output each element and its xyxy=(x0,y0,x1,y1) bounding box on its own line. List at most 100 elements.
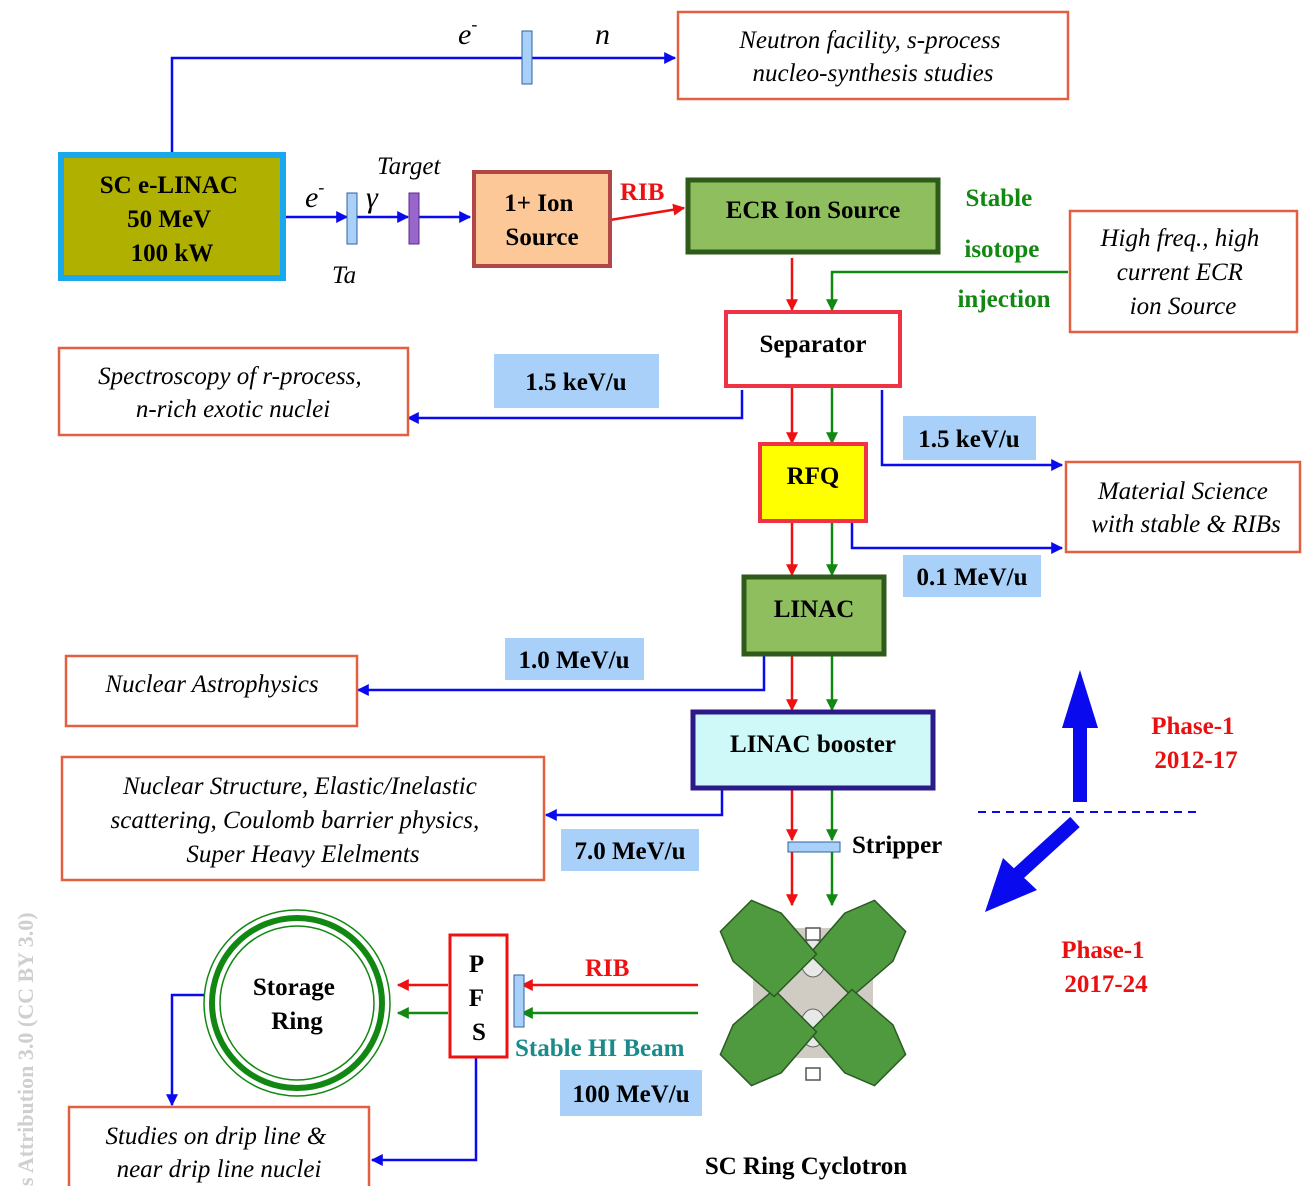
storage-ring-line-1: Storage xyxy=(253,974,335,1001)
phase1-a-line-2: 2012-17 xyxy=(1154,747,1237,774)
svg-text:Studies on drip line & nea: Studies on drip line & near drip line nu… xyxy=(105,1123,332,1183)
high-freq-line-1: High freq., high xyxy=(1099,225,1259,252)
arrow-stable-injection xyxy=(826,270,1068,312)
stripper-foil xyxy=(787,841,841,853)
energy-tag-cyclotron xyxy=(560,1070,702,1116)
pfs-box xyxy=(448,933,509,1059)
ecr-label: ECR Ion Source xyxy=(726,197,901,224)
energy-booster: 7.0 MeV/u xyxy=(574,838,685,865)
arrow-booster-to-structure xyxy=(544,790,724,821)
green-stable-beamlines xyxy=(396,270,1068,1019)
rib-label-pfs: RIB xyxy=(585,955,629,982)
pfs-letter-s: S xyxy=(472,1019,486,1046)
cyclotron-sector-magnet xyxy=(719,899,818,998)
svg-text:1+ Ion Source: 1+ Ion Source xyxy=(504,190,579,251)
arrow-elinac-to-neutron xyxy=(170,52,677,155)
stable-injection-line-1: Stable xyxy=(966,185,1033,212)
svg-text:Material Science with stab: Material Science with stable & RIBs xyxy=(1091,478,1281,538)
neutron-box xyxy=(676,10,1070,101)
svg-text:Storage Ring: Storage Ring xyxy=(253,974,341,1035)
target-label: Target xyxy=(377,153,442,180)
gamma-label: γ xyxy=(366,181,379,214)
e-minus-mid: e xyxy=(305,181,318,214)
phase-arrow-down-left xyxy=(985,816,1080,912)
energy-cyclotron: 100 MeV/u xyxy=(572,1081,689,1108)
linac-box xyxy=(741,574,887,657)
ion-source-line-1: 1+ Ion xyxy=(504,190,573,217)
stable-hi-beam-label: Stable HI Beam xyxy=(515,1035,685,1062)
arrow-separator-to-material xyxy=(880,390,1064,471)
svg-text:Phase-1 2012-17: Phase-1 2012-17 xyxy=(1151,713,1241,774)
drip-line-box xyxy=(67,1105,371,1186)
arrow-pfs-to-dripline xyxy=(370,1058,478,1166)
pfs-letter-f: F xyxy=(469,985,484,1012)
target-foil xyxy=(408,192,420,245)
storage-ring: Storage Ring xyxy=(203,909,391,1097)
svg-text:Phase-1 2017-24: Phase-1 2017-24 xyxy=(1061,937,1151,998)
structure-line-1: Nuclear Structure, Elastic/Inelastic xyxy=(122,773,477,800)
ta-label: Ta xyxy=(332,262,356,289)
material-science-box xyxy=(1064,460,1302,554)
material-line-1: Material Science xyxy=(1097,478,1268,505)
ecr-box xyxy=(685,177,941,255)
e-minus-mid-sup: - xyxy=(318,177,324,197)
structure-line-2: scattering, Coulomb barrier physics, xyxy=(111,807,480,834)
high-freq-ecr-box xyxy=(1068,209,1299,334)
neutron-converter-foil xyxy=(521,30,533,85)
e-minus-top: e xyxy=(458,18,471,51)
spectroscopy-box xyxy=(57,346,410,437)
svg-text:SC e-LINAC 50 MeV 100: SC e-LINAC 50 MeV 100 kW xyxy=(100,172,244,267)
elinac-line-1: SC e-LINAC xyxy=(100,172,238,199)
pfs-letter-p: P xyxy=(469,951,484,978)
energy-sep-right: 1.5 keV/u xyxy=(918,426,1020,453)
separator-box xyxy=(724,310,902,388)
blue-beamlines xyxy=(166,52,1064,1166)
rfq-box xyxy=(758,442,868,523)
energy-tag-booster xyxy=(561,829,699,871)
energy-tag-linac xyxy=(505,638,644,680)
svg-text:e-: e- xyxy=(458,14,477,51)
arrow-rfq-to-material xyxy=(850,522,1064,554)
phase-arrow-up xyxy=(1062,670,1098,802)
linac-label: LINAC xyxy=(774,596,855,623)
svg-text:e-: e- xyxy=(305,177,324,214)
cyclotron-drawing xyxy=(719,899,907,1087)
pfs-entrance-foil xyxy=(513,974,525,1028)
svg-text:P F S: P F S xyxy=(469,951,490,1046)
svg-text:Neutron facility, s-process: Neutron facility, s-process nucleo-synth… xyxy=(738,27,1007,87)
arrow-linac-to-astrophysics xyxy=(356,656,766,696)
energy-sep-left: 1.5 keV/u xyxy=(525,369,627,396)
elinac-line-2: 50 MeV xyxy=(127,206,211,233)
svg-text:Stable isotope injecti: Stable isotope injection xyxy=(957,185,1050,313)
arrow-ring-to-dripline xyxy=(166,993,205,1107)
credit-text: s Attribution 3.0 (CC BY 3.0) xyxy=(13,912,38,1186)
ta-foil xyxy=(346,192,358,245)
material-line-2: with stable & RIBs xyxy=(1091,511,1281,538)
cyclotron-label: SC Ring Cyclotron xyxy=(705,1153,907,1180)
drip-line-line-2: near drip line nuclei xyxy=(117,1156,322,1183)
svg-text:Nuclear Structure, Elastic/Ine: Nuclear Structure, Elastic/Inelastic sca… xyxy=(111,773,486,868)
ion-source-line-2: Source xyxy=(505,224,578,251)
astrophysics-box xyxy=(64,654,359,728)
structure-line-3: Super Heavy Elelments xyxy=(186,841,419,868)
ion-source-box xyxy=(472,170,612,268)
svg-text:Spectroscopy of r-process,: Spectroscopy of r-process, n-rich exotic… xyxy=(98,363,368,423)
nuclear-structure-box xyxy=(60,755,546,882)
high-freq-line-2: current ECR xyxy=(1117,259,1243,286)
e-minus-top-sup: - xyxy=(471,14,477,34)
stable-injection-line-3: injection xyxy=(957,286,1050,313)
spectroscopy-line-1: Spectroscopy of r-process, xyxy=(98,363,362,390)
separator-label: Separator xyxy=(760,331,867,358)
spectroscopy-line-2: n-rich exotic nuclei xyxy=(136,396,330,423)
energy-tag-sep-right xyxy=(903,416,1036,460)
neutron-line-2: nucleo-synthesis studies xyxy=(753,60,994,87)
energy-rfq: 0.1 MeV/u xyxy=(916,564,1027,591)
arrow-separator-to-spectroscopy xyxy=(406,390,744,424)
neutron-line-1: Neutron facility, s-process xyxy=(738,27,1000,54)
energy-linac: 1.0 MeV/u xyxy=(518,647,629,674)
elinac-line-3: 100 kW xyxy=(131,240,214,267)
energy-tag-sep-left xyxy=(494,354,659,408)
booster-label: LINAC booster xyxy=(730,731,896,758)
neutron-n-label: n xyxy=(595,18,610,51)
